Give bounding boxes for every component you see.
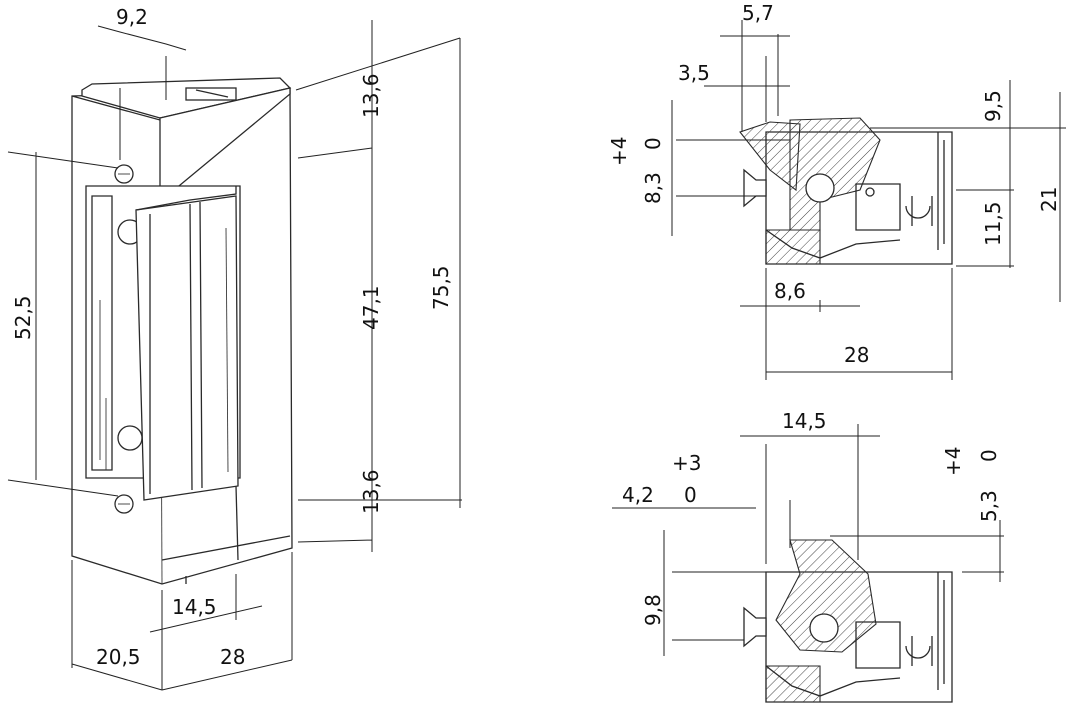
dim-8-3-label: 8,3 xyxy=(641,172,665,204)
bottom-section-latch-tongue xyxy=(775,539,877,653)
dim-0-label: 0 xyxy=(641,137,665,150)
bottom-housing-edge xyxy=(161,535,291,584)
recess-inner xyxy=(91,195,113,471)
dim-plus4-label: +4 xyxy=(607,137,631,166)
dim-3-5-label: 3,5 xyxy=(678,61,710,85)
top-section-hatched-core xyxy=(789,117,881,231)
top-section-pin-icon xyxy=(865,187,875,197)
dim-plus3-label: +3 xyxy=(672,451,701,475)
latch-edges xyxy=(149,201,203,494)
dim-9-2-lines xyxy=(97,25,187,160)
bottom-section-plunger-icon xyxy=(743,606,767,648)
bottom-section-dim-lines xyxy=(612,424,1004,656)
slot-line xyxy=(195,89,229,98)
top-housing-slot xyxy=(185,87,237,101)
dim-47-1-label: 47,1 xyxy=(359,285,383,330)
top-section-internals xyxy=(855,132,945,250)
dim-11-5-label: 11,5 xyxy=(981,201,1005,246)
dim-52-5-label: 52,5 xyxy=(11,295,35,340)
dim-8-6-label: 8,6 xyxy=(774,279,806,303)
dim-0a-label: 0 xyxy=(684,483,697,507)
upper-screw-hole-icon xyxy=(114,164,134,184)
dim-9-2-label: 9,2 xyxy=(116,5,148,29)
dim-20-5-label: 20,5 xyxy=(96,645,141,669)
dim-28-top-section-label: 28 xyxy=(844,343,869,367)
dim-52-5-lines xyxy=(7,151,119,497)
dim-9-5-label: 9,5 xyxy=(981,90,1005,122)
top-section-roller-icon xyxy=(805,173,835,203)
dim-21-label: 21 xyxy=(1037,187,1061,212)
dim-13-6-bottom-label: 13,6 xyxy=(359,469,383,514)
dim-75-5-label: 75,5 xyxy=(429,265,453,310)
dim-0b-label: 0 xyxy=(977,449,1001,462)
dim-13-6-top-label: 13,6 xyxy=(359,73,383,118)
dim-5-7-label: 5,7 xyxy=(742,1,774,25)
top-section-plunger-icon xyxy=(743,168,767,208)
dim-plus4-b-label: +4 xyxy=(941,447,965,476)
dim-9-8-label: 9,8 xyxy=(641,594,665,626)
dim-14-5-section-label: 14,5 xyxy=(782,409,827,433)
top-section-dim-lines xyxy=(671,20,1066,380)
dim-5-3-label: 5,3 xyxy=(977,490,1001,522)
top-section-inner-contour xyxy=(765,229,901,259)
body-line xyxy=(235,485,239,561)
bottom-section-internals xyxy=(855,572,945,690)
dim-14-5-bottom-label: 14,5 xyxy=(172,595,217,619)
front-view: 9,2 13,6 47,1 13,6 75,5 52,5 14,5 20,5 2… xyxy=(7,5,462,691)
recess-inner-lines xyxy=(99,300,107,470)
top-section-view: 5,7 3,5 +4 0 8,3 9,5 11,5 21 8,6 28 xyxy=(607,1,1066,380)
bottom-section-hatched-left xyxy=(765,665,821,703)
bottom-section-view: 14,5 +3 4,2 0 +4 5,3 0 9,8 xyxy=(612,409,1004,703)
dim-28-bottom-label: 28 xyxy=(220,645,245,669)
latch-groove xyxy=(225,227,229,473)
bottom-section-inner-contour xyxy=(765,665,901,697)
dim-vertical-lines xyxy=(295,20,462,552)
latch xyxy=(135,195,239,501)
latch-top xyxy=(135,186,237,211)
top-section-latch-tongue xyxy=(739,121,801,192)
dim-bottom-lines xyxy=(71,552,293,691)
dim-4-2-label: 4,2 xyxy=(622,483,654,507)
lower-screw-hole-icon xyxy=(114,494,134,514)
bottom-section-roller-icon xyxy=(809,613,839,643)
